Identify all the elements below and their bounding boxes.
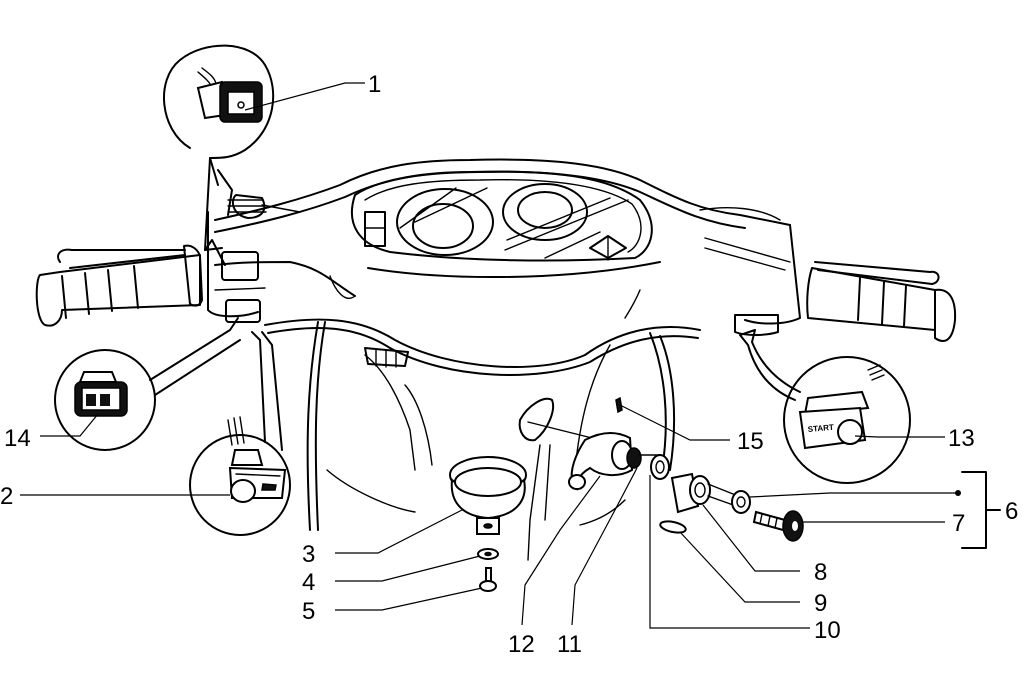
callout-11: 11 [557,631,582,658]
callout-12: 12 [508,631,535,658]
ignition-lock [518,396,804,542]
washer-hole [484,551,492,557]
leader-lines [20,82,1001,629]
indicator-light [364,211,386,247]
fuel-cap [364,347,409,367]
left-grip [35,244,266,327]
callout-8: 8 [814,559,827,586]
front-shield [264,318,701,561]
horn [449,456,527,535]
callout-4: 4 [302,569,315,596]
fuel-gauge [502,183,588,241]
callout-1: 1 [368,71,381,98]
start-label: START [807,423,834,434]
warning-triangle-icon [589,235,627,259]
callout-9: 9 [814,590,827,617]
screw [479,567,497,592]
ring-11 [626,447,642,469]
assembly-dot [955,490,961,496]
screw-15 [615,396,623,414]
callout-labels: 1 2 3 4 5 6 7 8 9 10 11 12 13 14 15 [0,71,1018,658]
inset-start-button: START [739,329,911,484]
callout-2: 2 [0,483,13,510]
callout-10: 10 [814,617,841,644]
handlebar-cover [207,158,801,325]
callout-14: 14 [4,425,31,452]
key-ring [731,490,751,514]
left-switch-lower [225,299,261,323]
callout-7: 7 [952,510,965,537]
speedometer [396,188,494,256]
callout-6: 6 [1005,498,1018,525]
right-grip [734,261,957,342]
left-switch-upper [221,251,259,281]
inset-horn-button [189,331,291,536]
inset-light-switch [163,44,275,266]
callout-15: 15 [737,428,764,455]
callout-13: 13 [948,425,975,452]
inset-turn-signal-switch [54,317,241,451]
instrument-panel [350,170,653,262]
callout-3: 3 [302,541,315,568]
bushing-10 [650,454,670,480]
callout-5: 5 [302,598,315,625]
right-switch-housing [734,314,779,336]
seal-9 [659,520,687,534]
cable-boot [217,169,301,219]
